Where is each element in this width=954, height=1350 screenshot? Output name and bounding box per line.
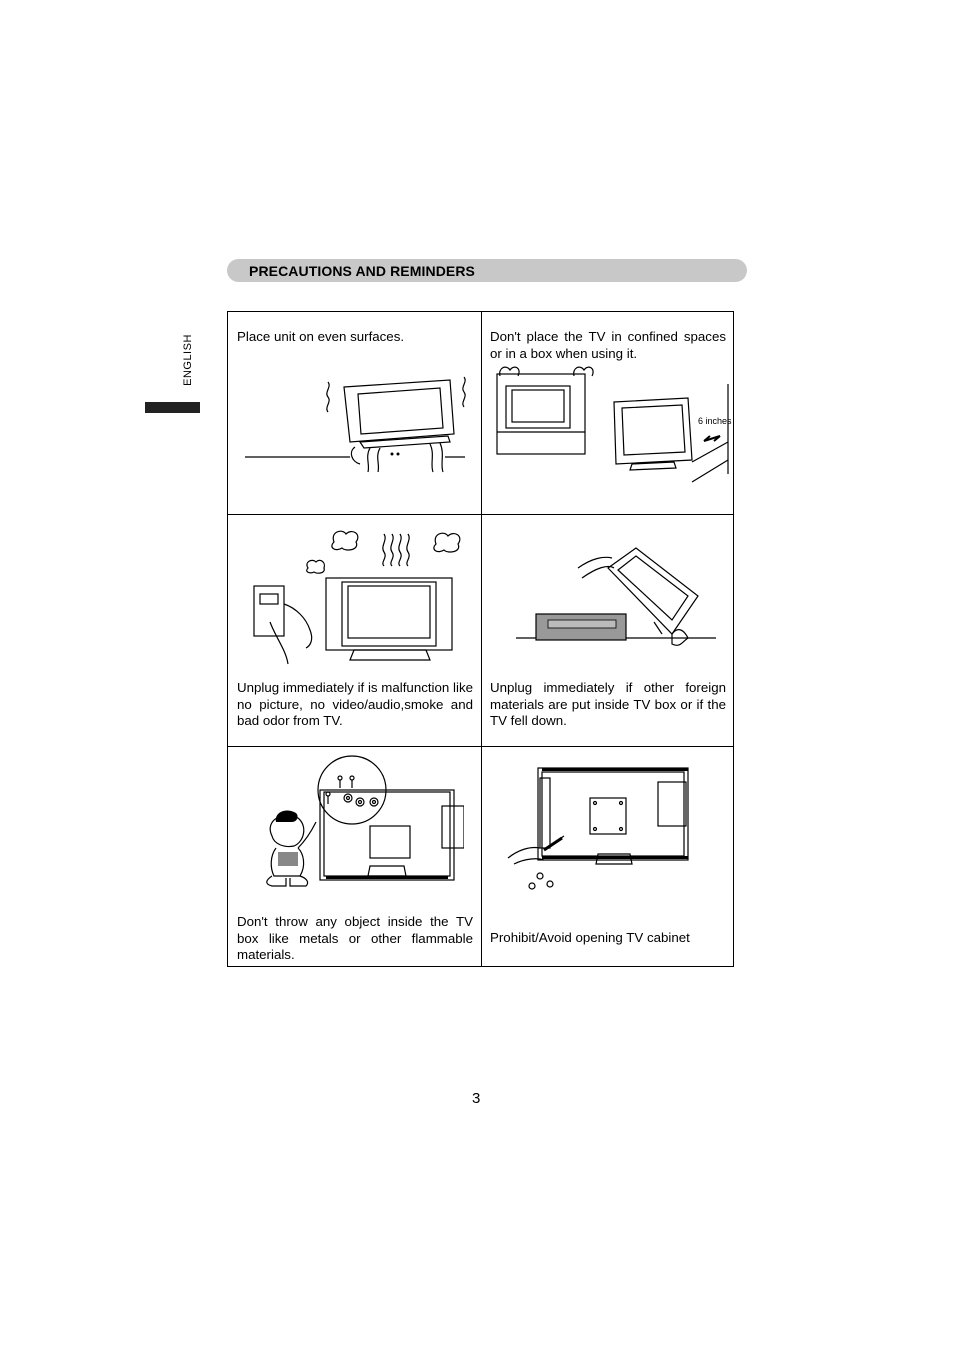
- caption-even-surfaces: Place unit on even surfaces.: [237, 329, 405, 344]
- child-throwing-object-illustration: [266, 755, 464, 887]
- grid-divider-row1: [228, 514, 733, 515]
- section-header-bar: PRECAUTIONS AND REMINDERS: [227, 259, 747, 282]
- grid-divider-vertical: [481, 312, 482, 966]
- page-number: 3: [472, 1090, 481, 1107]
- caption-confined-spaces: Don't place the TV in confined spaces or…: [490, 329, 726, 361]
- tv-fell-down-illustration: [516, 547, 716, 646]
- language-label: ENGLISH: [182, 334, 194, 386]
- grid-divider-row2: [228, 746, 733, 747]
- tv-smoke-unplug-illustration: [253, 530, 461, 665]
- precautions-grid: Place unit on even surfaces. Don't place…: [227, 311, 734, 967]
- language-tab-marker: [145, 402, 200, 413]
- opening-tv-cabinet-illustration: [507, 767, 689, 890]
- caption-avoid-opening-cabinet: Prohibit/Avoid opening TV cabinet: [490, 930, 690, 945]
- caption-no-objects-inside: Don't throw any object inside the TV box…: [237, 914, 473, 963]
- distance-label: 6 inches: [698, 416, 732, 426]
- caption-unplug-malfunction: Unplug immediately if is malfunction lik…: [237, 680, 473, 729]
- tv-confined-space-illustration: 6 inches: [496, 366, 732, 483]
- section-title: PRECAUTIONS AND REMINDERS: [249, 263, 475, 279]
- tv-uneven-surface-illustration: [245, 376, 466, 473]
- caption-unplug-foreign-materials: Unplug immediately if other foreign mate…: [490, 680, 726, 729]
